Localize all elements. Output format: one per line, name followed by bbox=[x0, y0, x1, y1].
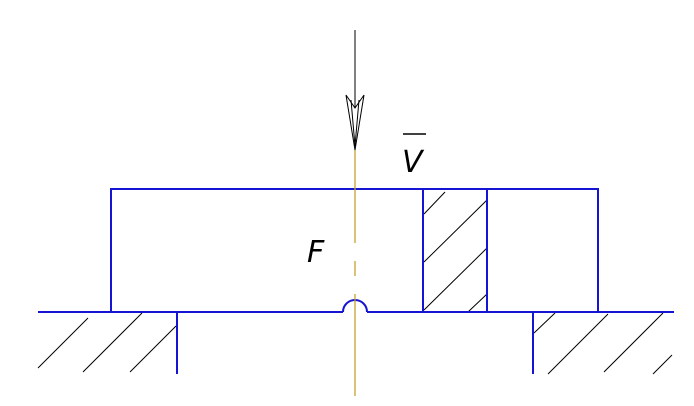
insert-hatch bbox=[423, 191, 488, 313]
ground-hatch-left bbox=[37, 312, 177, 373]
ground-hatch-right bbox=[533, 312, 673, 375]
force-label: F bbox=[307, 235, 325, 270]
part-outline bbox=[38, 188, 674, 374]
velocity-arrow bbox=[345, 30, 365, 151]
velocity-label: V bbox=[402, 145, 425, 180]
